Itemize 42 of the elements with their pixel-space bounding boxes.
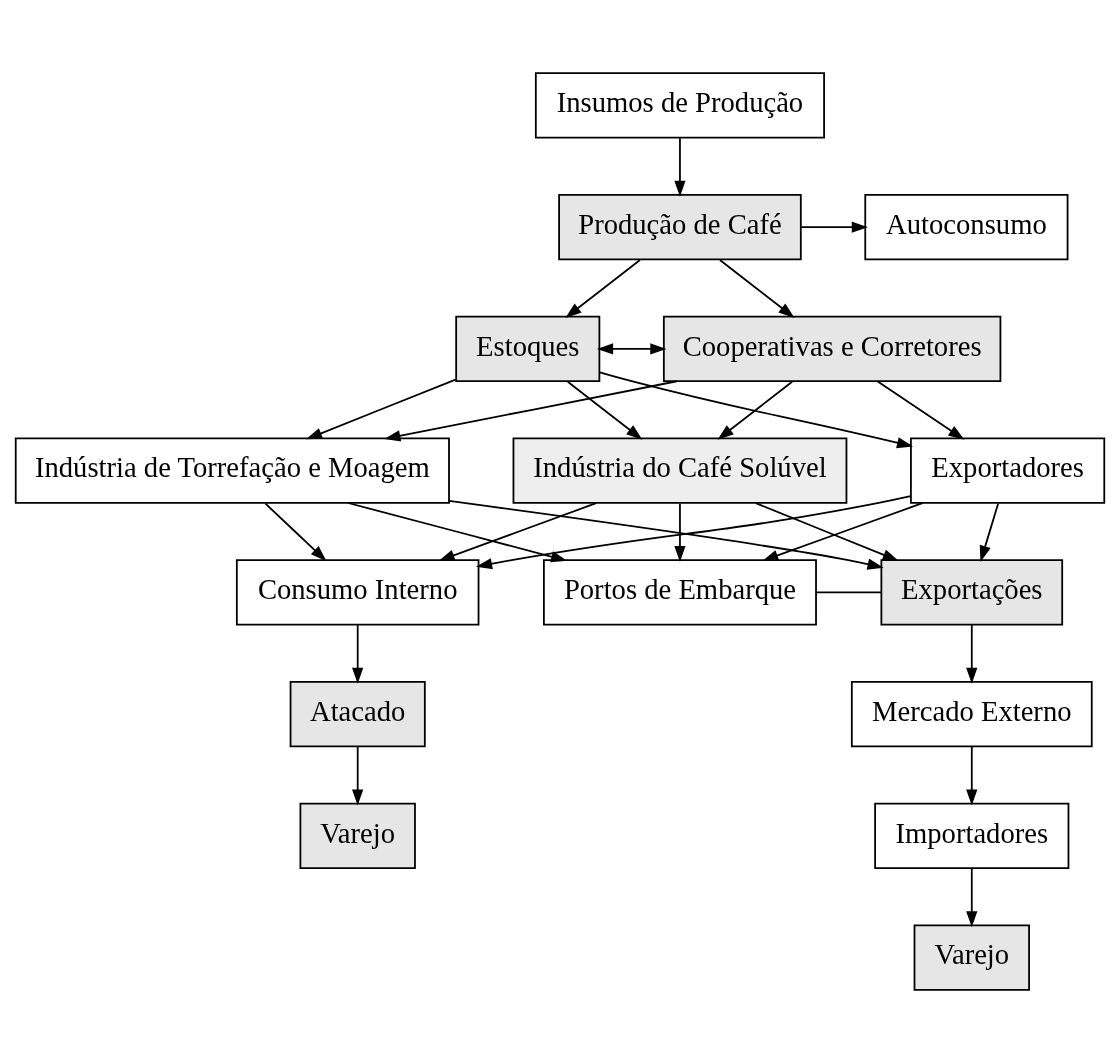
node-box: Consumo Interno xyxy=(235,559,480,626)
node-box: Exportações xyxy=(880,559,1064,626)
node-box: Varejo xyxy=(299,802,416,869)
node-box: Atacado xyxy=(289,681,426,748)
arrow xyxy=(448,500,884,570)
arrow xyxy=(475,495,912,570)
arrow xyxy=(438,502,598,561)
node-box: Autoconsumo xyxy=(864,194,1069,261)
arrow xyxy=(719,259,795,318)
arrow xyxy=(674,137,686,197)
node-box: Portos de Embarque xyxy=(543,559,817,626)
arrow xyxy=(979,502,1000,562)
node-box: Produção de Café xyxy=(558,194,802,261)
arrow xyxy=(352,746,364,806)
arrow xyxy=(800,221,868,233)
node-box: Cooperativas e Corretores xyxy=(662,315,1002,382)
arrow xyxy=(966,624,978,684)
arrow xyxy=(306,378,457,440)
node-box: Mercado Externo xyxy=(850,681,1093,748)
arrow xyxy=(566,380,643,440)
node-box: Indústria do Café Solúvel xyxy=(512,437,848,504)
arrow xyxy=(597,343,667,355)
arrow xyxy=(966,867,978,928)
arrow xyxy=(674,502,686,563)
arrow xyxy=(384,380,678,442)
node-box: Exportadores xyxy=(910,437,1106,504)
node-box: Varejo xyxy=(913,924,1030,991)
node-box: Insumos de Produção xyxy=(534,72,825,139)
arrow xyxy=(717,380,794,440)
arrow xyxy=(264,502,327,562)
connector xyxy=(815,591,883,594)
arrow xyxy=(598,371,914,449)
arrow xyxy=(754,502,899,561)
arrow xyxy=(966,746,978,806)
node-box: Indústria de Torrefação e Moagem xyxy=(14,437,450,504)
arrow xyxy=(762,502,924,561)
arrow xyxy=(565,259,641,318)
node-box: Importadores xyxy=(874,802,1070,869)
arrow xyxy=(347,502,568,563)
node-box: Estoques xyxy=(455,315,601,382)
arrow xyxy=(352,624,364,684)
arrow xyxy=(876,380,965,440)
